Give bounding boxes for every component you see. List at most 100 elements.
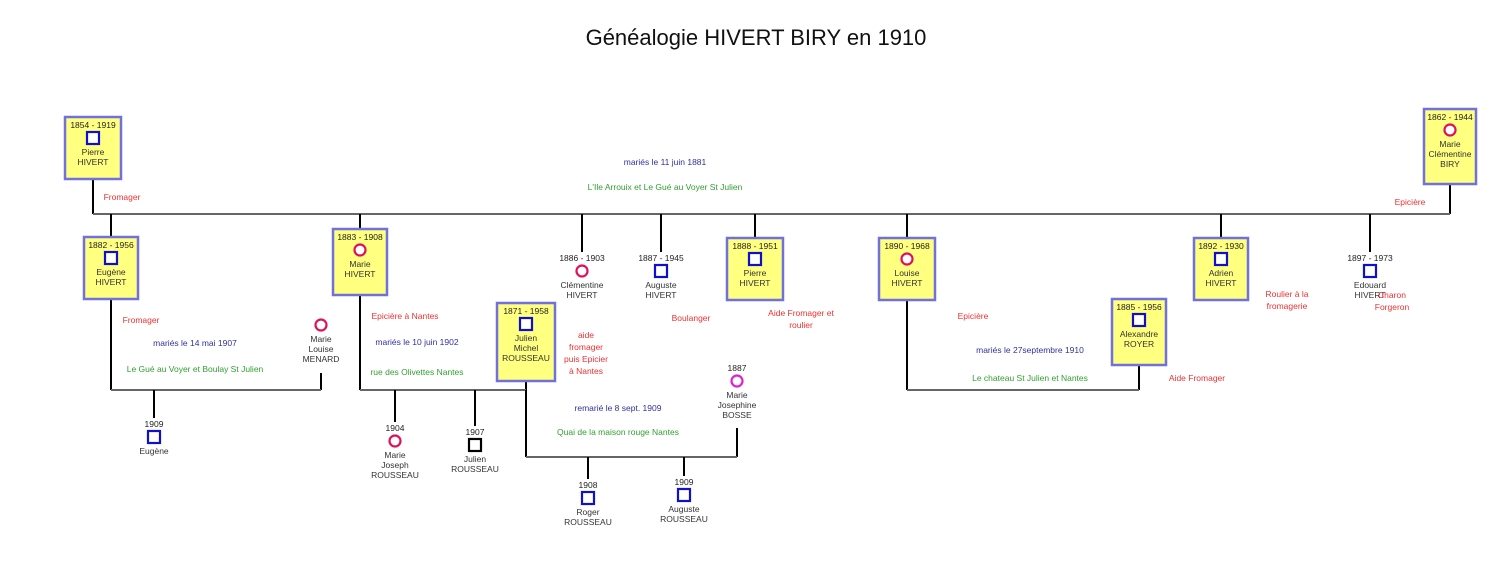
occupation-edouard: Forgeron — [1375, 302, 1410, 312]
person-name: MENARD — [303, 354, 340, 364]
person-name: HIVERT — [77, 157, 108, 167]
male-symbol-icon — [103, 250, 119, 266]
female-symbol-icon — [353, 243, 367, 257]
person-dates: 1907 — [466, 427, 485, 437]
person-name: Marie — [384, 450, 406, 460]
person-dates: 1883 - 1908 — [337, 232, 383, 242]
person-name: HIVERT — [95, 277, 126, 287]
person-dates: 1882 - 1956 — [88, 240, 134, 250]
person-name: ROUSSEAU — [371, 470, 419, 480]
person-dates: 1886 - 1903 — [559, 253, 605, 263]
person-box — [63, 115, 123, 181]
person-name: Roger — [576, 507, 599, 517]
person-name: Josephine — [718, 400, 757, 410]
person-name: Julien — [515, 333, 537, 343]
female-symbol-icon — [388, 434, 402, 448]
person-dates: 1887 - 1945 — [638, 253, 684, 263]
person-box — [82, 235, 140, 301]
occupation-julien-michel: à Nantes — [569, 366, 603, 376]
person-dates: 1871 - 1958 — [503, 306, 549, 316]
person-name: Eugène — [96, 267, 126, 277]
male-symbol-icon — [1213, 251, 1229, 267]
male-symbol-icon — [518, 316, 534, 332]
male-symbol-icon — [146, 429, 162, 445]
person-name: ROUSSEAU — [564, 517, 612, 527]
male-symbol-icon — [747, 251, 763, 267]
person-name: HIVERT — [891, 278, 922, 288]
marriage-date-main: mariés le 11 juin 1881 — [624, 157, 707, 167]
person-dates: 1892 - 1930 — [1198, 241, 1244, 251]
person-name: Louise — [308, 344, 333, 354]
occupation-eugene: Fromager — [123, 315, 160, 325]
person-name: Auguste — [645, 280, 676, 290]
occupation-pierre-jr: roulier — [789, 320, 813, 330]
person-name: Michel — [514, 343, 539, 353]
person-name: ROUSSEAU — [660, 514, 708, 524]
occupation-pierre-jr: Aide Fromager et — [768, 308, 834, 318]
person-dates: 1897 - 1973 — [1347, 253, 1393, 263]
person-dates: 1887 — [728, 363, 747, 373]
female-symbol-icon — [900, 252, 914, 266]
person-dates: 1890 - 1968 — [884, 241, 930, 251]
person-dates: 1888 - 1951 — [732, 241, 778, 251]
person-name: HIVERT — [344, 269, 375, 279]
person-name: HIVERT — [739, 278, 770, 288]
person-name: Eugène — [139, 446, 169, 456]
person-name: Pierre — [744, 268, 767, 278]
person-box — [1422, 107, 1478, 186]
person-name: Julien — [464, 454, 486, 464]
male-symbol-icon — [1362, 263, 1378, 279]
unknown-sex-symbol-icon — [467, 437, 483, 453]
person-name: HIVERT — [1205, 278, 1236, 288]
person-name: Joseph — [381, 460, 409, 470]
occupation-adrien: Roulier à la — [1266, 289, 1309, 299]
person-dates: 1885 - 1956 — [1116, 302, 1162, 312]
person-dates: 1904 — [386, 423, 405, 433]
occupation-louise: Epicière — [958, 311, 989, 321]
person-box — [877, 236, 937, 302]
female-symbol-icon — [575, 264, 589, 278]
male-symbol-icon — [676, 487, 692, 503]
person-dates: 1909 — [675, 477, 694, 487]
marriage-date-eugene: mariés le 14 mai 1907 — [153, 338, 237, 348]
female-symbol-icon — [730, 374, 744, 388]
person-name: Auguste — [668, 504, 699, 514]
occupation-julien-michel: aide — [578, 330, 594, 340]
person-name: Edouard — [1354, 280, 1386, 290]
person-dates: 1854 - 1919 — [70, 120, 116, 130]
marriage-place-eugene: Le Gué au Voyer et Boulay St Julien — [127, 364, 264, 374]
person-box — [725, 236, 785, 302]
person-name: Alexandre — [1120, 329, 1159, 339]
occupation-pierre-sr: Fromager — [104, 192, 141, 202]
male-symbol-icon — [580, 490, 596, 506]
occupation-adrien: fromagerie — [1267, 301, 1308, 311]
person-name: Marie — [310, 334, 332, 344]
person-name: Marie — [1439, 139, 1461, 149]
female-symbol-icon — [1443, 123, 1457, 137]
marriage-place-julien: Quai de la maison rouge Nantes — [557, 427, 679, 437]
occupation-alexandre: Aide Fromager — [1169, 373, 1225, 383]
marriage-place-main: L'Ile Arrouix et Le Gué au Voyer St Juli… — [588, 182, 743, 192]
person-name: HIVERT — [1354, 290, 1385, 300]
person-dates: 1862 - 1944 — [1427, 112, 1473, 122]
